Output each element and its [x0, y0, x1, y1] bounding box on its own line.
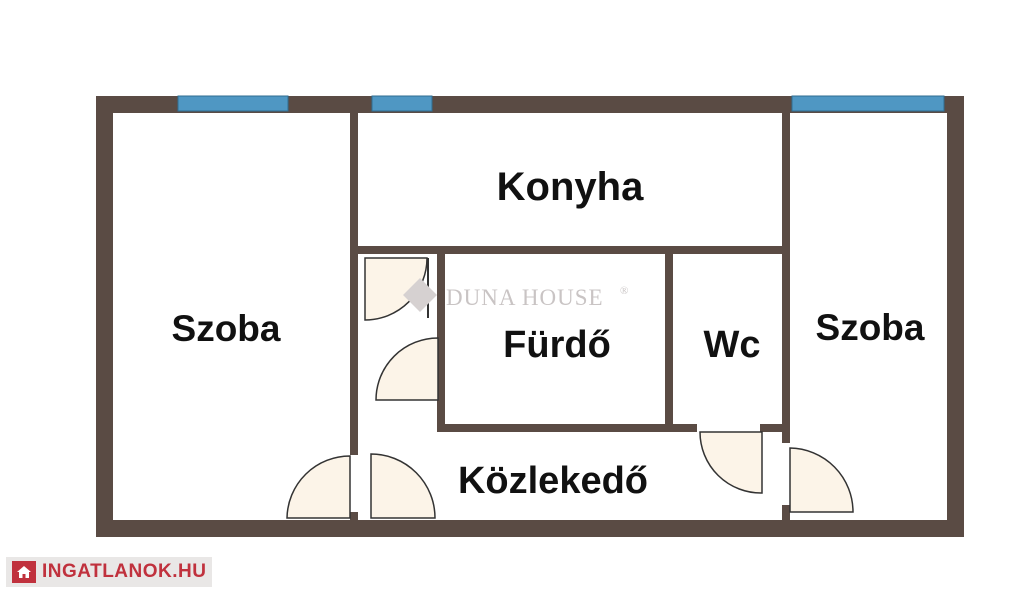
watermark: DUNA HOUSE ® [403, 278, 629, 312]
watermark-text: DUNA HOUSE [446, 285, 604, 310]
doors [286, 257, 854, 519]
window-right-room [791, 95, 945, 112]
door-hall-lower [370, 453, 436, 519]
label-kitchen: Konyha [497, 165, 644, 209]
interior-walls [350, 113, 790, 522]
house-icon [12, 561, 36, 583]
windows [177, 95, 945, 112]
label-right-room: Szoba [816, 307, 925, 348]
watermark-registered-mark: ® [620, 285, 629, 297]
label-bathroom: Fürdő [503, 324, 611, 366]
outer-walls [96, 96, 964, 537]
window-left-room [177, 95, 289, 112]
label-toilet: Wc [704, 324, 761, 366]
label-hallway: Közlekedő [458, 460, 648, 502]
door-upper-hall [364, 257, 428, 321]
label-left-room: Szoba [172, 308, 281, 349]
watermark-diamond-icon [403, 278, 437, 312]
door-right-room [789, 447, 854, 513]
source-badge-text: INGATLANOK.HU [42, 561, 207, 582]
door-bathroom [375, 337, 439, 401]
door-left-room [286, 455, 351, 519]
source-badge: INGATLANOK.HU [6, 557, 212, 587]
window-kitchen [371, 95, 433, 112]
door-toilet [699, 431, 763, 494]
